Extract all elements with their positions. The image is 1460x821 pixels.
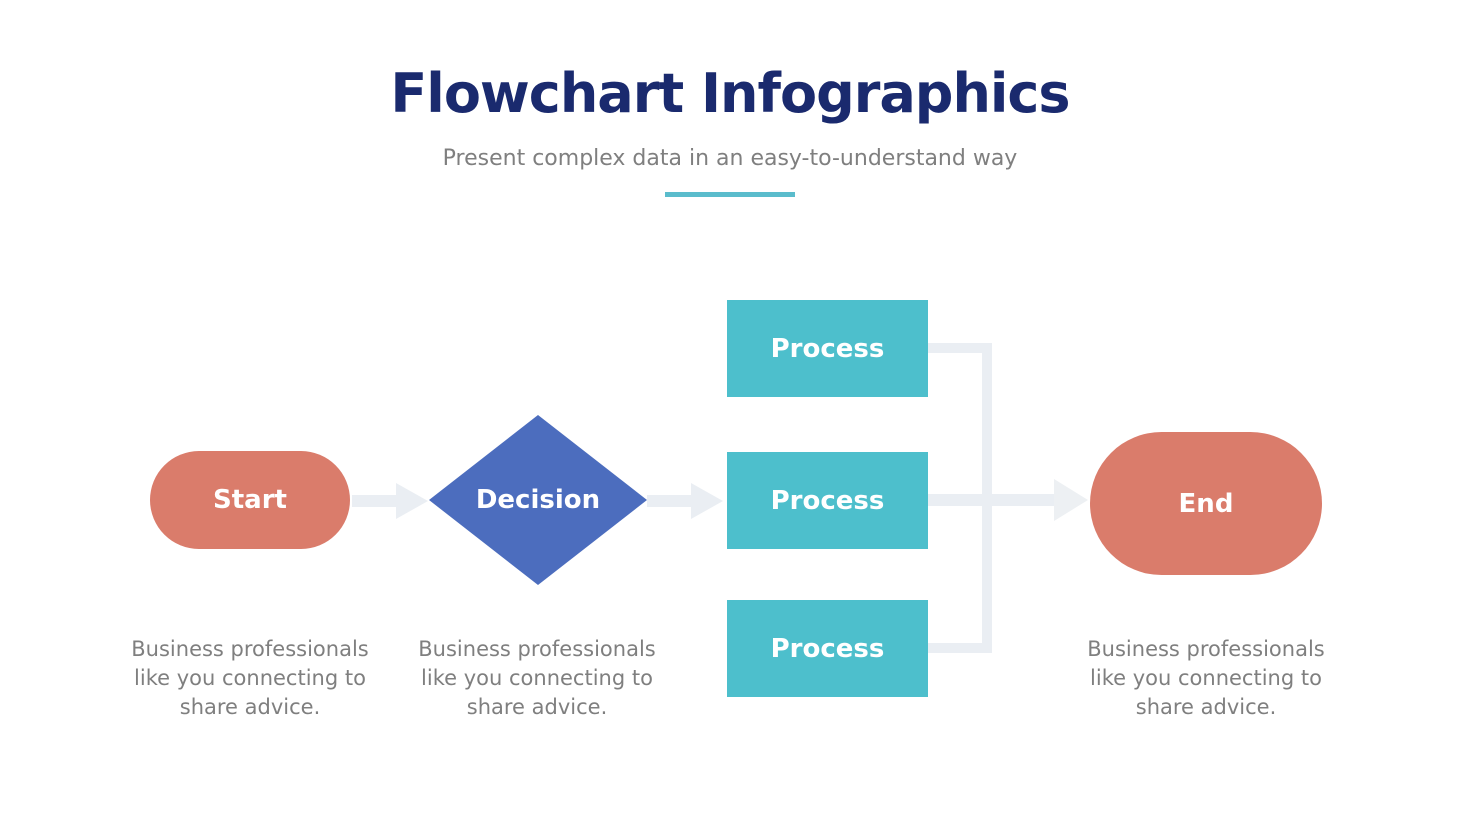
page-title: Flowchart Infographics: [390, 62, 1070, 125]
start-description: Business professionals like you connecti…: [131, 637, 369, 719]
arrow-start-to-decision-head: [396, 483, 428, 519]
arrow-decision-to-process-shaft: [647, 495, 693, 507]
start-label: Start: [213, 485, 287, 515]
connector-process1-horizontal: [928, 343, 992, 353]
decision-description: Business professionals like you connecti…: [418, 637, 656, 719]
connector-process3-horizontal: [928, 643, 992, 653]
arrow-process-to-end-shaft: [928, 494, 1056, 506]
arrow-start-to-decision-shaft: [352, 495, 398, 507]
flow-node-process-2: Process: [727, 452, 928, 549]
process-1-label: Process: [770, 333, 885, 364]
accent-underline: [665, 192, 795, 197]
flow-node-process-3: Process: [727, 600, 928, 697]
flow-node-start: Start: [150, 451, 350, 549]
flow-node-process-1: Process: [727, 300, 928, 397]
process-3-label: Process: [770, 633, 885, 664]
flow-node-end: End: [1090, 432, 1322, 575]
decision-label: Decision: [475, 485, 601, 515]
end-label: End: [1178, 488, 1234, 519]
flow-node-decision: Decision: [429, 415, 647, 585]
process-2-label: Process: [770, 485, 885, 516]
arrow-decision-to-process-head: [691, 483, 723, 519]
end-description: Business professionals like you connecti…: [1087, 637, 1325, 719]
arrow-process-to-end-head: [1054, 479, 1088, 521]
page-subtitle: Present complex data in an easy-to-under…: [442, 146, 1018, 171]
